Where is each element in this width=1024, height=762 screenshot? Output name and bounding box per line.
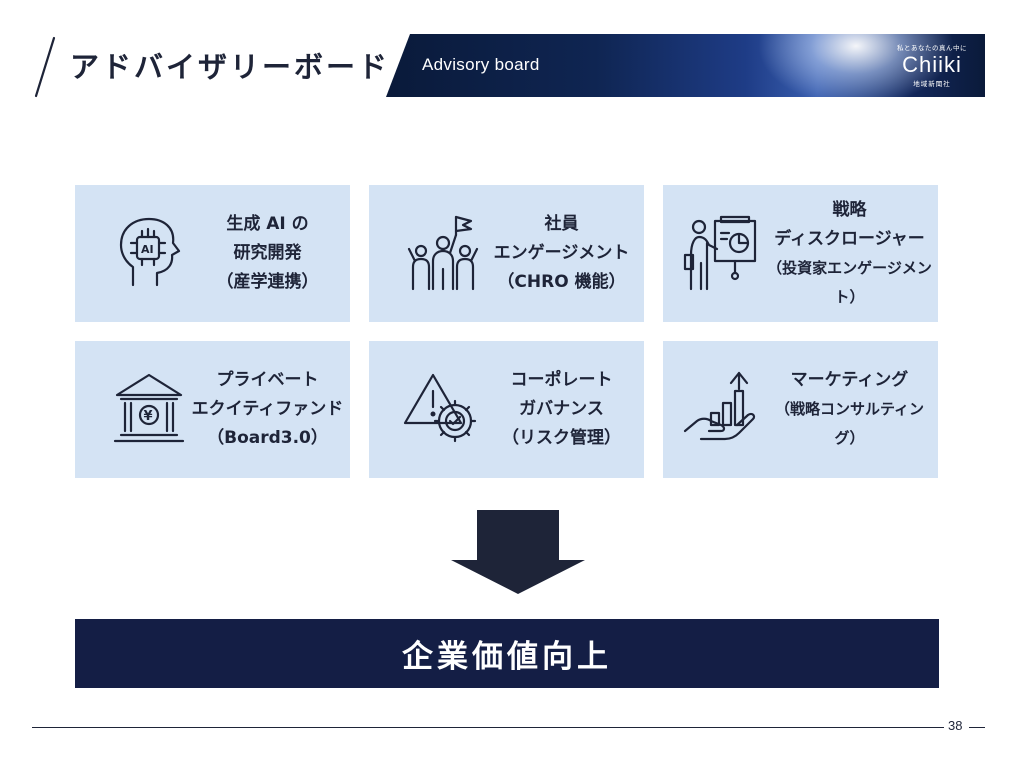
card-line: （CHRO 機能） (497, 272, 626, 292)
card-marketing: マーケティング （戦略コンサルティング） (663, 341, 938, 478)
card-governance: コーポレート ガバナンス （リスク管理） (369, 341, 644, 478)
card-line: （Board3.0） (207, 428, 328, 448)
card-line: エクイティファンド (191, 399, 344, 419)
card-line: 生成 AI の (226, 214, 309, 234)
card-label: 戦略 ディスクロージャー （投資家エンゲージメント） (767, 185, 932, 322)
card-line: 戦略 (832, 199, 867, 220)
footer-dash (969, 727, 985, 728)
card-disclosure: 戦略 ディスクロージャー （投資家エンゲージメント） (663, 185, 938, 322)
bank-yen-icon: ¥ (113, 373, 185, 443)
page-title: アドバイザリーボード (70, 50, 391, 84)
card-ai-research: AI 生成 AI の 研究開発 （産学連携） (75, 185, 350, 322)
card-engagement: 社員 エンゲージメント （CHRO 機能） (369, 185, 644, 322)
card-private-equity: ¥ プライベート エクイティファンド （Board3.0） (75, 341, 350, 478)
company-logo: 私とあなたの真ん中に Chiiki 地域新聞社 (885, 38, 979, 94)
logo-tagline: 私とあなたの真ん中に (897, 44, 967, 52)
card-line: 研究開発 (233, 243, 302, 263)
team-flag-icon (407, 215, 479, 291)
ai-head-icon: AI (119, 217, 181, 287)
title-slash-decoration (34, 36, 56, 98)
card-line: （産学連携） (216, 272, 319, 292)
card-line: （戦略コンサルティング） (774, 400, 925, 447)
svg-text:AI: AI (141, 243, 154, 256)
card-line: ディスクロージャー (774, 228, 925, 249)
svg-text:¥: ¥ (144, 409, 153, 424)
card-line: （投資家エンゲージメント） (767, 258, 932, 306)
card-label: 社員 エンゲージメント （CHRO 機能） (485, 185, 638, 322)
card-line: コーポレート (510, 370, 613, 390)
card-label: コーポレート ガバナンス （リスク管理） (485, 341, 638, 478)
warning-gear-icon (403, 373, 477, 443)
card-line: エンゲージメント (493, 243, 630, 263)
footer-divider (32, 727, 944, 728)
down-arrow (451, 510, 585, 594)
card-label: マーケティング （戦略コンサルティング） (767, 341, 932, 478)
card-line: ガバナンス (519, 399, 604, 419)
banner-label: Advisory board (422, 55, 540, 74)
card-line: マーケティング (790, 370, 909, 390)
result-bar: 企業価値向上 (75, 619, 939, 688)
logo-subtitle: 地域新聞社 (913, 80, 951, 88)
card-line: プライベート (216, 370, 319, 390)
card-label: プライベート エクイティファンド （Board3.0） (191, 341, 344, 478)
growth-hand-icon (683, 371, 756, 441)
result-text: 企業価値向上 (402, 639, 612, 675)
header-banner: Advisory board 私とあなたの真ん中に Chiiki 地域新聞社 (386, 34, 985, 97)
page-number: 38 (948, 718, 963, 733)
card-line: 社員 (544, 214, 579, 234)
card-label: 生成 AI の 研究開発 （産学連携） (191, 185, 344, 322)
card-line: （リスク管理） (502, 428, 621, 448)
logo-name: Chiiki (902, 52, 962, 77)
presentation-icon (683, 215, 757, 291)
